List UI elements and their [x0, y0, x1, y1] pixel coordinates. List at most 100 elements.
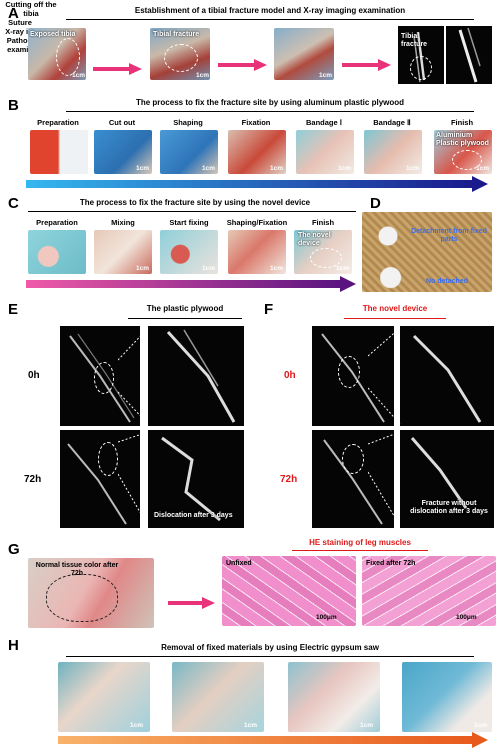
- photo-b-step-5: [296, 130, 354, 174]
- scale-bar-c-4: 1cm: [270, 265, 284, 272]
- step-label-b-6: Bandage Ⅱ: [373, 118, 411, 127]
- scale-bar-h-4: 1cm: [474, 722, 488, 729]
- step-label-b-1: Preparation: [37, 118, 79, 127]
- panel-f-title: The novel device: [362, 304, 428, 313]
- scale-bar-a1: 1cm: [72, 72, 86, 79]
- panel-letter-a: A: [8, 5, 19, 22]
- panel-letter-h: H: [8, 637, 19, 654]
- panel-e-rule: [128, 318, 242, 319]
- arrow-a2: [218, 59, 267, 71]
- row-label-f-72h: 72h: [280, 474, 298, 485]
- highlight-ellipse: [164, 44, 198, 72]
- photo-h-step-4: [402, 662, 492, 732]
- caption-no-dislocation: Fracture without dislocation after 3 day…: [410, 500, 488, 515]
- step-label-c-3: Start fixing: [169, 218, 209, 227]
- scale-bar-h-3: 1cm: [360, 722, 374, 729]
- scale-bar-b-5: 1cm: [338, 165, 352, 172]
- panel-b-rule: [66, 111, 474, 112]
- xray-f-0h-zoom: [400, 326, 494, 426]
- text-detachment: Detachment from fixed parts: [411, 228, 487, 243]
- photo-c-step-1: [28, 230, 86, 274]
- highlight-ellipse: [338, 356, 360, 388]
- photo-b-step-1: [30, 130, 88, 174]
- label-fixed-72h: Fixed after 72h: [366, 560, 416, 567]
- panel-letter-f: F: [264, 301, 274, 318]
- step-label-c-4: Shaping/Fixation: [226, 218, 288, 227]
- panel-f-rule: [344, 318, 446, 319]
- progress-bar-c: [26, 280, 342, 288]
- scale-bar-c-2: 1cm: [136, 265, 150, 272]
- step-label-b-7: Finish: [450, 118, 474, 127]
- step-label-b-3: Shaping: [173, 118, 203, 127]
- panel-e-title: The plastic plywood: [146, 304, 224, 313]
- photo-h-step-2: [172, 662, 264, 732]
- panel-letter-g: G: [8, 541, 20, 558]
- panel-a-rule: [66, 19, 474, 20]
- zoom-lines-f-0h: [368, 327, 401, 425]
- photo-b-step-3: [160, 130, 218, 174]
- scale-bar-b-6: 1cm: [406, 165, 420, 172]
- caption-dislocation: Dislocation after 3 days: [154, 512, 233, 519]
- scale-bar-b-7: 1cm: [476, 165, 490, 172]
- he-image-fixed: [362, 556, 496, 626]
- panel-c-rule: [28, 211, 356, 212]
- xray-e-0h-full: [60, 326, 140, 426]
- panel-b-title: The process to fix the fracture site by …: [135, 98, 405, 107]
- he-image-unfixed: [222, 556, 356, 626]
- arrow-a1: [93, 63, 142, 75]
- step-label-b-5: Bandage Ⅰ: [306, 118, 342, 127]
- panel-letter-e: E: [8, 301, 19, 318]
- scale-bar-a3: 1cm: [319, 72, 333, 79]
- photo-sutured: [274, 28, 334, 80]
- scale-bar-c-3: 1cm: [202, 265, 216, 272]
- label-tibial-fracture: Tibial fracture: [153, 31, 200, 38]
- photo-c-step-3: [160, 230, 218, 274]
- scale-bar-h-2: 1cm: [244, 722, 258, 729]
- panel-c-title: The process to fix the fracture site by …: [79, 198, 311, 207]
- zoom-lines-e-0h: [118, 327, 149, 425]
- label-exposed-tibia: Exposed tibia: [30, 31, 76, 38]
- photo-h-step-1: [58, 662, 150, 732]
- highlight-ellipse: [342, 444, 364, 474]
- xray-e-0h-zoom: [148, 326, 244, 426]
- arrow-label-cutting: Cutting off the tibia: [5, 0, 57, 18]
- highlight-ellipse: [56, 38, 80, 76]
- he-title: HE staining of leg muscles: [309, 538, 411, 547]
- photo-mice-cage: [362, 212, 492, 292]
- scale-bar-c-5: 1cm: [336, 265, 350, 272]
- progress-bar-h: [58, 736, 474, 744]
- panel-h-rule: [66, 656, 474, 657]
- row-label-e-0h: 0h: [28, 370, 40, 381]
- photo-c-step-4: [228, 230, 286, 274]
- xray-e-72h-zoom: [148, 430, 244, 528]
- scale-bar-b-4: 1cm: [270, 165, 284, 172]
- arrow-g: [168, 597, 215, 609]
- highlight-ellipse: [410, 56, 432, 80]
- step-label-b-2: Cut out: [108, 118, 136, 127]
- scale-bar-b-2: 1cm: [136, 165, 150, 172]
- photo-normal-tissue: [28, 558, 154, 628]
- photo-exposed-tibia: [28, 28, 86, 80]
- row-label-f-0h: 0h: [284, 370, 296, 381]
- highlight-ellipse: [98, 442, 118, 476]
- text-no-detached: No detached: [426, 278, 469, 285]
- highlight-ellipse: [452, 150, 482, 170]
- panel-letter-b: B: [8, 97, 19, 114]
- panel-a-title: Establishment of a tibial fracture model…: [134, 6, 406, 15]
- row-label-e-72h: 72h: [24, 474, 42, 485]
- zoom-lines-e-72h: [118, 431, 149, 527]
- xray-tibial-fracture: [398, 26, 444, 84]
- progress-arrowhead-c: [340, 276, 356, 292]
- panel-letter-c: C: [8, 195, 19, 212]
- progress-arrowhead-h: [472, 732, 488, 748]
- label-novel-device: The novel device: [298, 232, 331, 247]
- scale-bar-g2: 100μm: [456, 614, 477, 621]
- step-label-c-5: Finish: [311, 218, 335, 227]
- xray-f-0h-full: [312, 326, 394, 426]
- scale-bar-a2: 1cm: [196, 72, 210, 79]
- photo-h-step-3: [288, 662, 380, 732]
- progress-bar-b: [26, 180, 474, 188]
- scale-bar-h-1: 1cm: [130, 722, 144, 729]
- panel-letter-d: D: [370, 195, 381, 212]
- label-xray-fracture: Tibial fracture: [401, 33, 428, 48]
